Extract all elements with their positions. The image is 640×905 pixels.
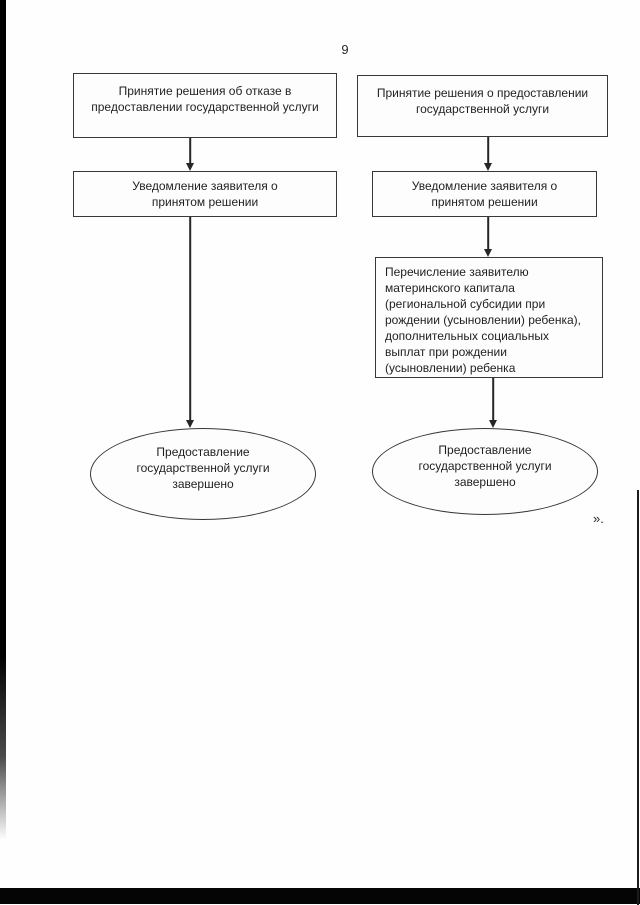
arrow-head [484, 249, 492, 257]
page-number: 9 [341, 42, 349, 57]
arrow-down-icon [483, 217, 493, 257]
arrow-head [186, 420, 194, 428]
process-box-refusal-decision: Принятие решения об отказе в предоставле… [73, 73, 337, 138]
scan-artifact-right-line [637, 490, 639, 905]
arrow-shaft [487, 137, 489, 165]
arrow-down-icon [488, 378, 498, 428]
scan-artifact-bottom-bar [0, 888, 640, 904]
closing-quote-mark: ». [593, 511, 604, 526]
arrow-head [484, 163, 492, 171]
arrow-down-icon [185, 217, 195, 428]
arrow-head [489, 420, 497, 428]
terminal-node-right-service-completed: Предоставление государственной услуги за… [372, 428, 598, 515]
scan-artifact-left-bar [0, 0, 6, 840]
arrow-shaft [487, 217, 489, 251]
terminal-node-left-service-completed: Предоставление государственной услуги за… [90, 428, 316, 520]
arrow-shaft [492, 378, 494, 422]
arrow-down-icon [483, 137, 493, 171]
process-box-capital-transfer: Перечисление заявителю материнского капи… [375, 257, 603, 378]
process-box-right-notification: Уведомление заявителя о принятом решении [372, 171, 597, 217]
arrow-down-icon [185, 138, 195, 171]
process-box-grant-decision: Принятие решения о предоставлении госуда… [357, 75, 608, 137]
arrow-shaft [189, 217, 191, 422]
arrow-shaft [189, 138, 191, 165]
arrow-head [186, 163, 194, 171]
process-box-left-notification: Уведомление заявителя о принятом решении [73, 171, 337, 217]
